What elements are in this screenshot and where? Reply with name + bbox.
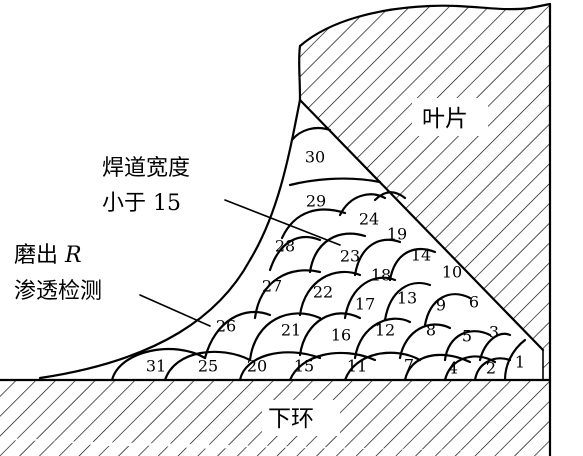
pass-number: 25 bbox=[198, 357, 218, 376]
pass-number: 20 bbox=[247, 357, 267, 376]
leader-lines bbox=[139, 199, 341, 327]
ring-label: 下环 bbox=[268, 406, 314, 432]
pass-number: 2 bbox=[486, 359, 496, 378]
pass-number: 18 bbox=[371, 266, 391, 285]
lower-ring bbox=[0, 378, 552, 456]
weld-width-label-line1: 焊道宽度 bbox=[102, 156, 190, 181]
weld-width-label-line2: 小于 15 bbox=[102, 191, 181, 216]
grind-label-line1: 磨出 R bbox=[14, 243, 82, 268]
blade-label: 叶片 bbox=[422, 106, 468, 132]
pass-number: 12 bbox=[375, 321, 395, 340]
pass-number: 17 bbox=[355, 295, 375, 314]
blade bbox=[298, 2, 552, 456]
pass-number: 11 bbox=[347, 357, 367, 376]
pass-number: 21 bbox=[281, 321, 301, 340]
pass-number: 14 bbox=[411, 246, 431, 265]
weld-beads bbox=[110, 126, 527, 382]
pass-number: 5 bbox=[462, 327, 472, 346]
pass-number: 29 bbox=[306, 192, 326, 211]
weld-pass-numbers: 1 2 3 4 5 6 7 8 9 10 11 12 13 14 15 16 1… bbox=[146, 148, 525, 378]
pass-number: 9 bbox=[436, 296, 446, 315]
pass-number: 27 bbox=[262, 277, 282, 296]
pass-number: 24 bbox=[359, 210, 379, 229]
pass-number: 22 bbox=[313, 283, 333, 302]
pass-number: 30 bbox=[305, 148, 325, 167]
annotations: 焊道宽度 小于 15 磨出 R 渗透检测 叶片 下环 bbox=[14, 106, 468, 432]
pass-number: 28 bbox=[275, 237, 295, 256]
pass-number: 19 bbox=[387, 225, 407, 244]
pass-number: 10 bbox=[442, 263, 462, 282]
pass-number: 7 bbox=[404, 356, 414, 375]
pass-number: 13 bbox=[397, 289, 417, 308]
weld-fillet bbox=[38, 98, 302, 380]
pass-number: 8 bbox=[426, 321, 436, 340]
pass-number: 23 bbox=[340, 247, 360, 266]
pass-number: 31 bbox=[146, 357, 166, 376]
grind-label-prefix: 磨出 bbox=[14, 243, 65, 268]
pass-number: 3 bbox=[489, 323, 499, 342]
pass-number: 6 bbox=[469, 293, 479, 312]
pass-number: 16 bbox=[331, 326, 351, 345]
pass-number: 4 bbox=[448, 359, 458, 378]
pass-number: 1 bbox=[515, 353, 525, 372]
grind-label-line2: 渗透检测 bbox=[14, 279, 102, 304]
pass-number: 15 bbox=[294, 357, 314, 376]
pass-number: 26 bbox=[216, 317, 236, 336]
grind-label-r: R bbox=[64, 243, 82, 268]
